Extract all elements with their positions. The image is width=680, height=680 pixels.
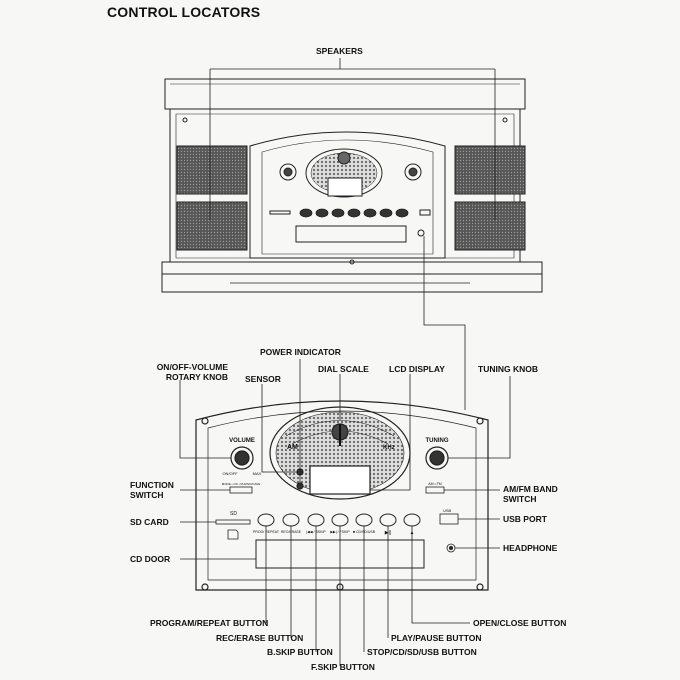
label-sensor: SENSOR	[245, 374, 281, 384]
label-tuning-knob: TUNING KNOB	[478, 364, 538, 374]
lcd-display	[309, 465, 371, 495]
panel-outer-frame	[195, 400, 489, 591]
button-row	[257, 513, 421, 527]
label-amfm-switch: AM/FM BAND SWITCH	[503, 484, 558, 504]
panel-usb-text: USB	[443, 508, 452, 513]
sd-slot	[215, 519, 251, 525]
label-play-pause: PLAY/PAUSE BUTTON	[391, 633, 482, 643]
label-b-skip: B.SKIP BUTTON	[267, 647, 333, 657]
label-stop: STOP/CD/SD/USB BUTTON	[367, 647, 477, 657]
top-volume-knob	[279, 163, 297, 181]
label-f-skip: F.SKIP BUTTON	[311, 662, 375, 672]
panel-leader-lines	[179, 359, 511, 666]
panel-sd-text: SD	[230, 511, 237, 517]
label-onoff-volume-line2: ROTARY KNOB	[165, 372, 228, 382]
panel-khz-text: KHz	[383, 445, 395, 451]
label-dial-scale: DIAL SCALE	[318, 364, 369, 374]
panel-am-text: AM	[287, 444, 298, 451]
panel-onoff-text: ON/OFF	[222, 471, 238, 476]
label-amfm-switch-line2: SWITCH	[503, 494, 537, 504]
label-function-switch-line1: FUNCTION	[130, 480, 174, 490]
control-panel-drawing	[195, 400, 489, 591]
cabinet-plinth	[161, 273, 543, 293]
label-function-switch-line2: SWITCH	[130, 490, 164, 500]
panel-mode-text: MODE • CD • PHONO/CAVE	[222, 482, 261, 486]
function-switch	[229, 486, 253, 494]
speakers-leader-lines	[209, 58, 496, 220]
amfm-switch	[425, 486, 445, 494]
page-title: CONTROL LOCATORS	[107, 4, 261, 20]
top-unit-drawing	[161, 78, 543, 293]
speaker-grille-left-top	[176, 145, 248, 195]
label-lcd-display: LCD DISPLAY	[389, 364, 445, 374]
label-open-close: OPEN/CLOSE BUTTON	[473, 618, 567, 628]
label-speakers: SPEAKERS	[316, 46, 363, 56]
label-function-switch: FUNCTION SWITCH	[130, 480, 174, 500]
top-button-row	[299, 208, 409, 218]
label-amfm-switch-line1: AM/FM BAND	[503, 484, 558, 494]
top-dial	[305, 148, 383, 198]
label-usb-port: USB PORT	[503, 514, 547, 524]
btn-prog-text: PROG/ REPEAT	[253, 530, 280, 534]
label-program-repeat: PROGRAM/REPEAT BUTTON	[150, 618, 269, 628]
label-onoff-volume: ON/OFF-VOLUME ROTARY KNOB	[138, 362, 228, 382]
label-cd-door: CD DOOR	[130, 554, 171, 564]
panel-volume-text: VOLUME	[229, 438, 255, 444]
usb-port	[439, 513, 459, 525]
panel-tuning-text: TUNING	[426, 438, 449, 444]
label-onoff-volume-line1: ON/OFF-VOLUME	[156, 362, 228, 372]
label-rec-erase: REC/ERASE BUTTON	[216, 633, 304, 643]
top-sd-slot	[269, 210, 291, 215]
top-lcd	[327, 177, 363, 197]
zoom-connector	[423, 236, 466, 410]
speaker-grille-right-bottom	[454, 201, 526, 251]
label-power-indicator: POWER INDICATOR	[260, 347, 341, 357]
turntable-lid	[164, 78, 526, 110]
label-sd-card: SD CARD	[130, 517, 169, 527]
label-headphone: HEADPHONE	[503, 543, 558, 553]
top-tuning-knob	[404, 163, 422, 181]
panel-max-text: MAX	[253, 471, 262, 476]
top-usb-port	[419, 209, 431, 216]
panel-amfm-text: AM • FM	[428, 482, 442, 486]
speaker-grille-right-top	[454, 145, 526, 195]
center-arch-frame	[249, 131, 446, 259]
top-cd-door	[295, 225, 407, 243]
speaker-grille-left-bottom	[176, 201, 248, 251]
